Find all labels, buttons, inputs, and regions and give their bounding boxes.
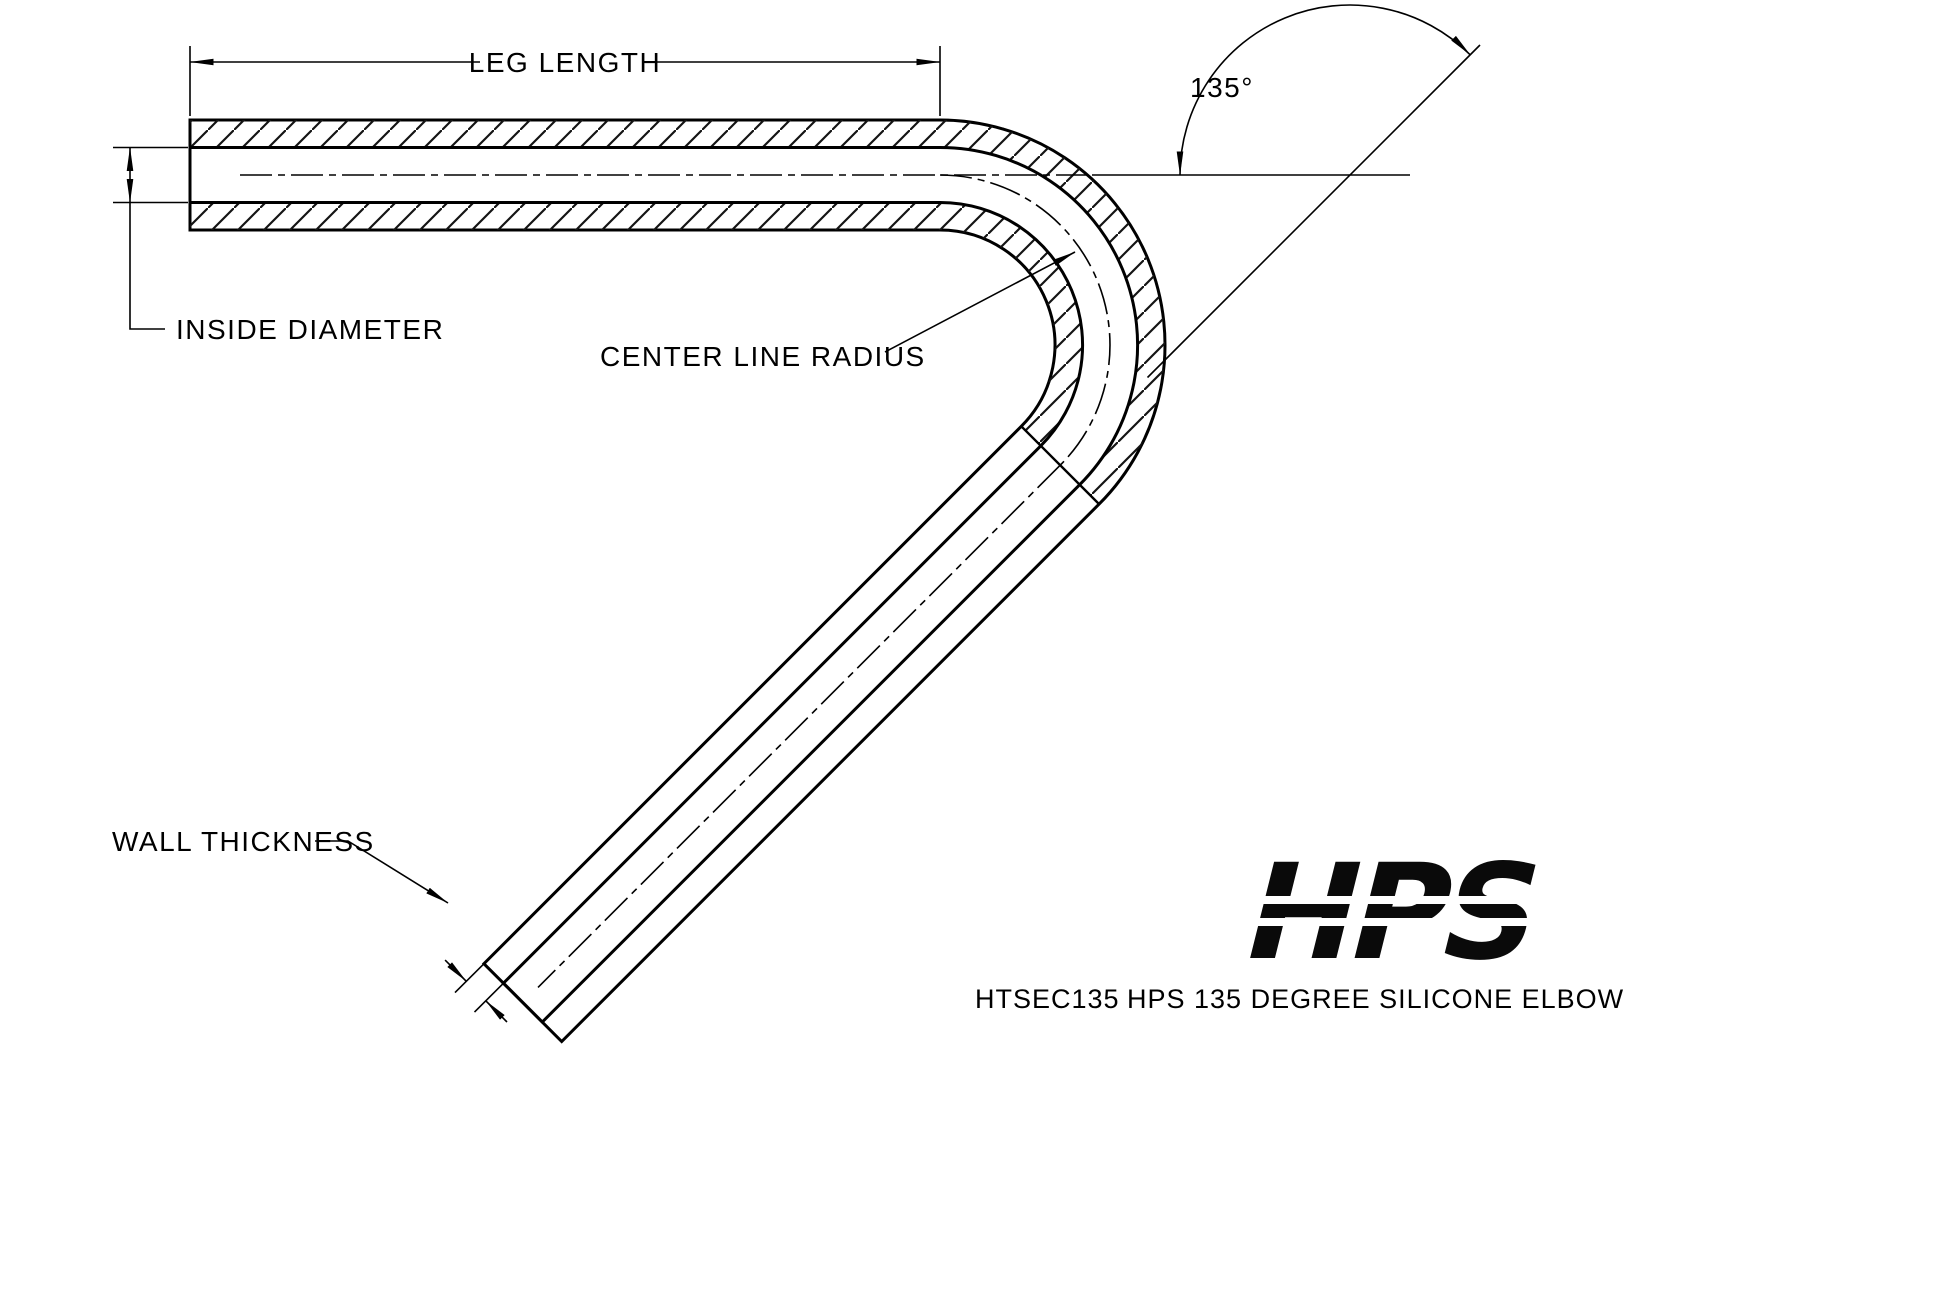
wall-thickness-leader [315,840,449,904]
hps-logo: HPS [1230,836,1553,990]
bend-angle-label: 135° [1190,72,1254,103]
leg-length-label: LEG LENGTH [469,47,661,78]
top-wall-hatch [190,120,940,148]
center-line-radius-callout: CENTER LINE RADIUS [600,251,1076,372]
inside-diameter-dimension: INSIDE DIAMETER [113,146,444,345]
bend-outer-wall-hatch [940,120,1166,505]
part-number: HTSEC135 [975,984,1120,1014]
wall-thickness-extension-outer [454,963,485,994]
center-line-radius-label: CENTER LINE RADIUS [600,341,926,372]
part-name: HPS 135 DEGREE SILICONE ELBOW [1127,984,1624,1014]
center-line-radius-leader [884,251,1076,353]
wall-section-hatching [190,120,1166,505]
leg-length-dimension: LEG LENGTH [189,46,941,116]
wall-thickness-arrow-inner [485,1000,508,1023]
bend-angle-arc [1176,4,1471,176]
bend-inner-wall-hatch [940,202,1083,446]
wall-thickness-dimension: WALL THICKNESS [112,826,508,1023]
logo-stripe-lower [1241,918,1536,926]
bottom-wall-hatch [190,202,940,230]
bend-centerline-arc [939,174,1111,466]
hps-logo-text: HPS [1230,836,1553,990]
title-block: HPS HTSEC135 HPS 135 DEGREE SILICONE ELB… [975,836,1624,1014]
logo-stripe-upper [1247,896,1542,904]
centerlines [240,174,1111,988]
inside-diameter-label: INSIDE DIAMETER [176,314,444,345]
inside-diameter-leader [129,202,165,330]
elbow-tube [188,118,1167,1044]
wall-thickness-extension-inner [473,982,505,1013]
diagonal-centerline [537,464,1061,988]
bend-angle-dimension: 135° [1176,4,1471,176]
wall-thickness-arrow-outer [444,959,467,982]
